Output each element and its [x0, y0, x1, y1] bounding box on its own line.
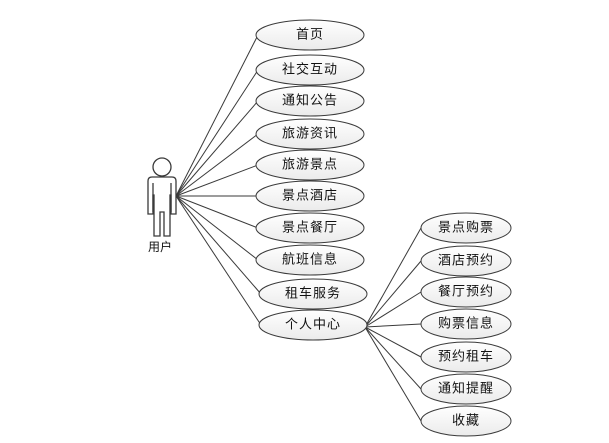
- use-case-label: 租车服务: [285, 286, 341, 302]
- use-case-ellipse: [420, 212, 512, 244]
- use-case-label: 通知公告: [282, 93, 338, 109]
- association-user-notice: [175, 100, 259, 197]
- actor-user[interactable]: 用户: [147, 157, 177, 254]
- use-case-hotel-booking[interactable]: 酒店预约: [420, 245, 512, 277]
- use-case-ellipse: [420, 308, 512, 340]
- association-personal-center-restaurant-booking: [364, 291, 422, 328]
- use-case-label: 预约租车: [438, 349, 494, 365]
- use-case-ticket-info[interactable]: 购票信息: [420, 308, 512, 340]
- use-case-ticket-purchase[interactable]: 景点购票: [420, 212, 512, 244]
- association-user-travel-news: [175, 133, 259, 197]
- use-case-restaurant-booking[interactable]: 餐厅预约: [420, 276, 512, 308]
- use-case-ellipse: [255, 85, 365, 117]
- use-case-scenic-spots[interactable]: 旅游景点: [255, 149, 365, 181]
- use-case-label: 旅游资讯: [282, 127, 338, 142]
- use-case-ellipse: [255, 19, 365, 51]
- use-case-ellipse: [258, 278, 368, 310]
- use-case-label: 餐厅预约: [438, 284, 494, 300]
- actor-head: [152, 157, 172, 177]
- use-case-label: 社交互动: [282, 62, 338, 78]
- use-case-ellipse: [255, 244, 365, 276]
- association-user-scenic-spots: [175, 164, 259, 197]
- actor-torso: [147, 176, 177, 237]
- association-user-car-rental: [175, 195, 262, 295]
- use-case-notice[interactable]: 通知公告: [255, 85, 365, 117]
- association-personal-center-hotel-booking: [364, 260, 422, 328]
- association-personal-center-car-booking: [364, 326, 422, 358]
- use-case-home[interactable]: 首页: [255, 19, 365, 51]
- association-personal-center-ticket-purchase: [364, 227, 422, 328]
- use-case-label: 景点购票: [438, 220, 494, 236]
- use-case-ellipse: [255, 180, 365, 212]
- use-case-ellipse: [420, 373, 512, 405]
- association-user-social: [175, 69, 259, 197]
- association-user-flights: [175, 195, 259, 261]
- use-case-car-rental[interactable]: 租车服务: [258, 278, 368, 310]
- use-case-reminders[interactable]: 通知提醒: [420, 373, 512, 405]
- association-user-personal-center: [175, 195, 262, 326]
- association-user-scenic-restaurant: [175, 195, 259, 229]
- use-case-label: 个人中心: [285, 318, 341, 333]
- use-case-scenic-restaurant[interactable]: 景点餐厅: [255, 212, 365, 244]
- use-case-label: 收藏: [452, 414, 480, 429]
- association-personal-center-reminders: [364, 326, 422, 390]
- use-case-personal-center[interactable]: 个人中心: [258, 309, 368, 341]
- use-case-label: 旅游景点: [282, 158, 338, 173]
- use-case-car-booking[interactable]: 预约租车: [420, 341, 512, 373]
- use-case-label: 酒店预约: [438, 254, 494, 269]
- use-case-ellipse: [255, 118, 365, 150]
- use-case-social[interactable]: 社交互动: [255, 54, 365, 86]
- use-case-favorites[interactable]: 收藏: [420, 405, 512, 437]
- use-case-label: 景点酒店: [282, 189, 338, 204]
- use-case-label: 航班信息: [282, 252, 338, 268]
- use-case-ellipse: [420, 405, 512, 437]
- association-personal-center-favorites: [364, 326, 422, 422]
- use-case-label: 首页: [296, 28, 324, 43]
- use-case-ellipse: [255, 54, 365, 86]
- use-case-ellipse: [420, 276, 512, 308]
- use-case-label: 购票信息: [438, 316, 494, 332]
- use-case-label: 通知提醒: [438, 381, 494, 397]
- use-case-scenic-hotel[interactable]: 景点酒店: [255, 180, 365, 212]
- use-case-ellipse: [420, 245, 512, 277]
- use-case-ellipse: [420, 341, 512, 373]
- use-case-ellipse: [255, 212, 365, 244]
- use-case-ellipse: [258, 309, 368, 341]
- associations: [175, 34, 422, 422]
- association-user-home: [175, 34, 259, 197]
- use-case-ellipse: [255, 149, 365, 181]
- use-case-label: 景点餐厅: [282, 220, 338, 236]
- use-case-flights[interactable]: 航班信息: [255, 244, 365, 276]
- actor-label: 用户: [148, 239, 172, 254]
- association-personal-center-ticket-info: [364, 323, 422, 328]
- use-case-travel-news[interactable]: 旅游资讯: [255, 118, 365, 150]
